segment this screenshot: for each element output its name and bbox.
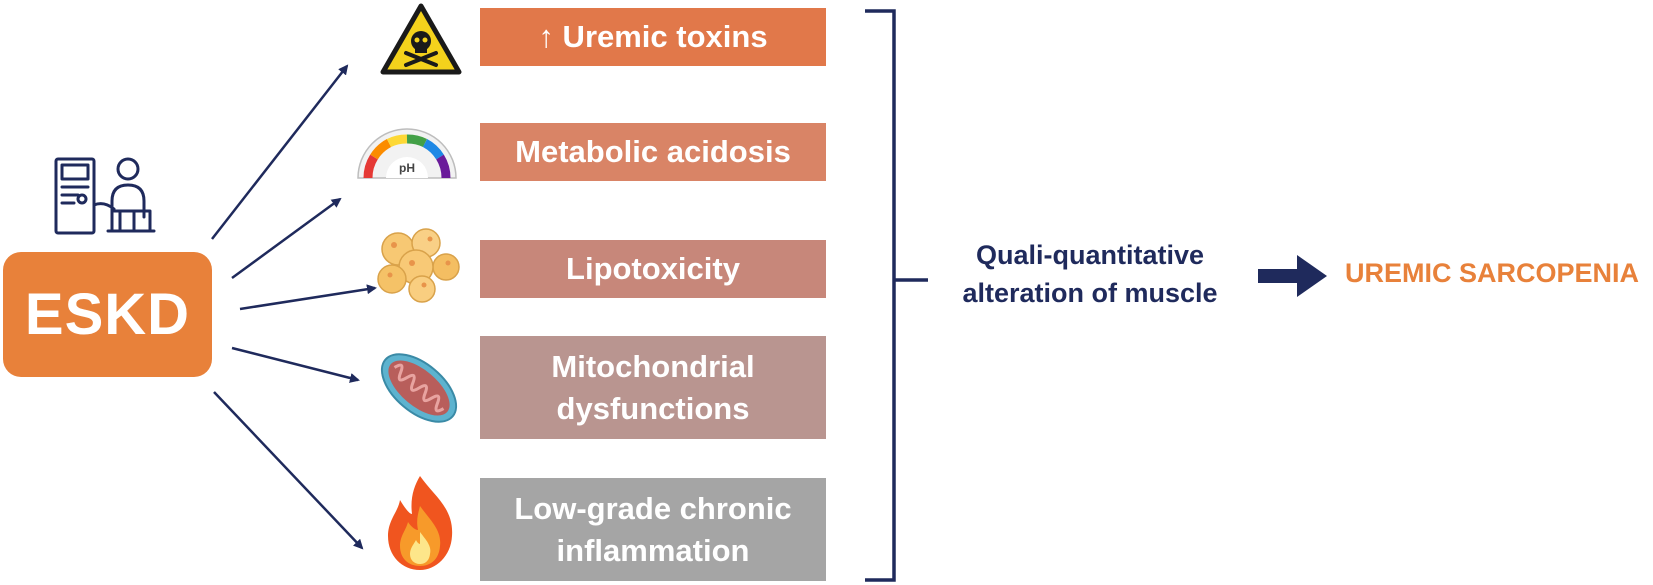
factor-label: Metabolic acidosis [515,134,791,169]
arrow-to-uremic-toxins [211,64,349,240]
final-outcome-text: UREMIC SARCOPENIA [1345,258,1640,288]
factor-label: Mitochondrial dysfunctions [551,348,755,426]
factor-low-grade-chronic-inflammation: Low-grade chronic inflammation [480,478,826,581]
arrow-to-lipotoxicity [239,284,377,311]
toxic-hazard-icon [380,3,462,75]
svg-text:pH: pH [399,161,415,175]
mitochondrion-icon [380,353,458,423]
arrow-to-metabolic-acidosis [231,197,342,280]
factor-uremic-toxins: ↑ Uremic toxins [480,8,826,66]
arrow-to-inflammation [213,391,364,550]
eskd-box: ESKD [3,252,212,377]
factor-lipotoxicity: Lipotoxicity [480,240,826,298]
factor-label: Lipotoxicity [566,251,740,286]
factor-mitochondrial-dysfunctions: Mitochondrial dysfunctions [480,336,826,439]
fat-cells-icon [377,228,460,303]
big-right-arrow [1258,255,1327,297]
factor-metabolic-acidosis: Metabolic acidosis [480,123,826,181]
fire-icon [388,476,453,570]
ph-gauge-icon: pH [357,128,457,179]
dialysis-patient-icon [54,157,156,235]
arrow-to-mitochondrial-dysfunctions [231,346,360,383]
outcome-text: Quali-quantitative alteration of muscle [962,240,1218,308]
factor-label: Low-grade chronic inflammation [514,490,792,568]
grouping-bracket [865,9,928,582]
eskd-label: ESKD [24,282,191,347]
factor-label: ↑ Uremic toxins [538,19,768,54]
